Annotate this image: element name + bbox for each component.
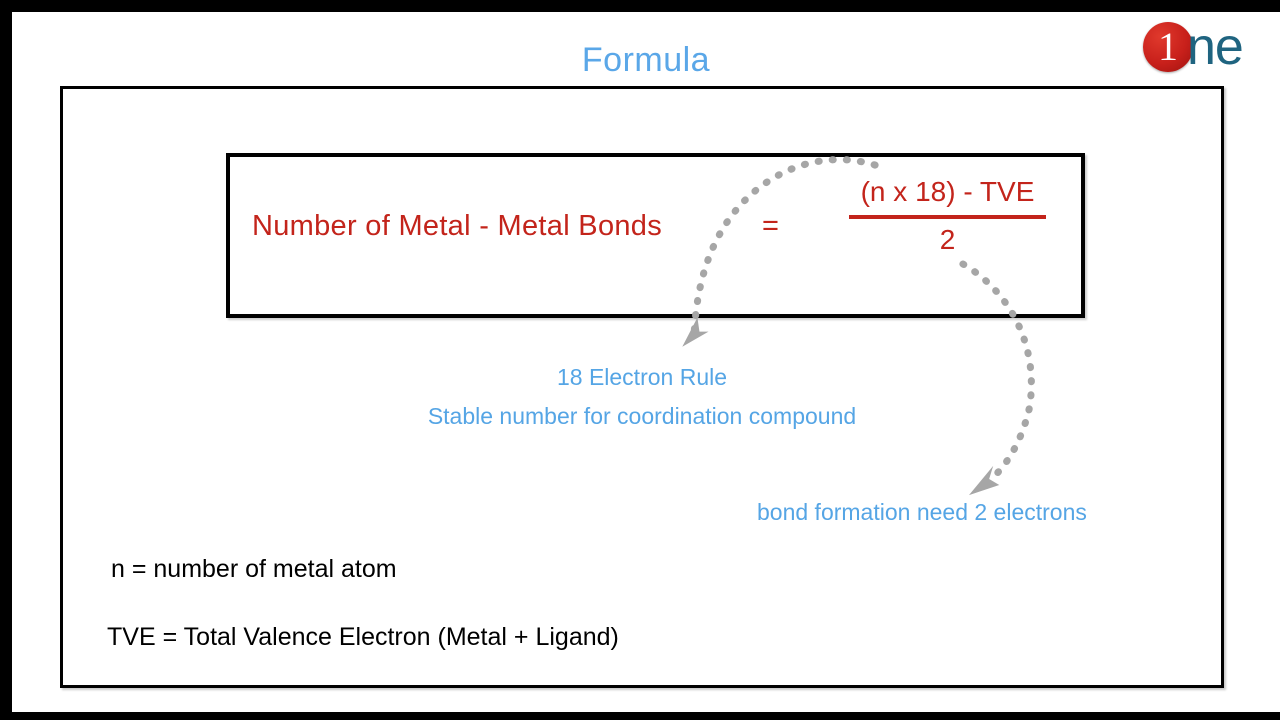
formula-fraction: (n x 18) - TVE 2 — [845, 175, 1050, 257]
annotation-18-electron-rule: 18 Electron Rule — [556, 364, 728, 390]
annotation-stable-number: Stable number for coordination compound — [427, 403, 857, 429]
fraction-bar — [849, 215, 1046, 219]
annotation-bond-formation: bond formation need 2 electrons — [757, 499, 1087, 525]
legend-item-n: n = number of metal atom — [111, 555, 397, 583]
content-frame: Number of Metal - Metal Bonds = (n x 18)… — [60, 86, 1224, 688]
fraction-denominator: 2 — [939, 224, 956, 255]
slide-white-area: 1 ne Formula Number of Metal - Metal Bon… — [12, 12, 1280, 712]
formula-equals-sign: = — [762, 210, 779, 242]
fraction-numerator: (n x 18) - TVE — [860, 176, 1035, 207]
page-title: Formula — [581, 41, 711, 79]
legend-item-tve: TVE = Total Valence Electron (Metal + Li… — [107, 623, 619, 651]
formula-box: Number of Metal - Metal Bonds = (n x 18)… — [226, 153, 1085, 318]
logo-wordmark: ne — [1187, 18, 1244, 76]
logo-badge-icon: 1 — [1143, 22, 1193, 72]
brand-logo: 1 ne — [1143, 18, 1244, 76]
formula-left-expression: Number of Metal - Metal Bonds — [252, 210, 663, 242]
